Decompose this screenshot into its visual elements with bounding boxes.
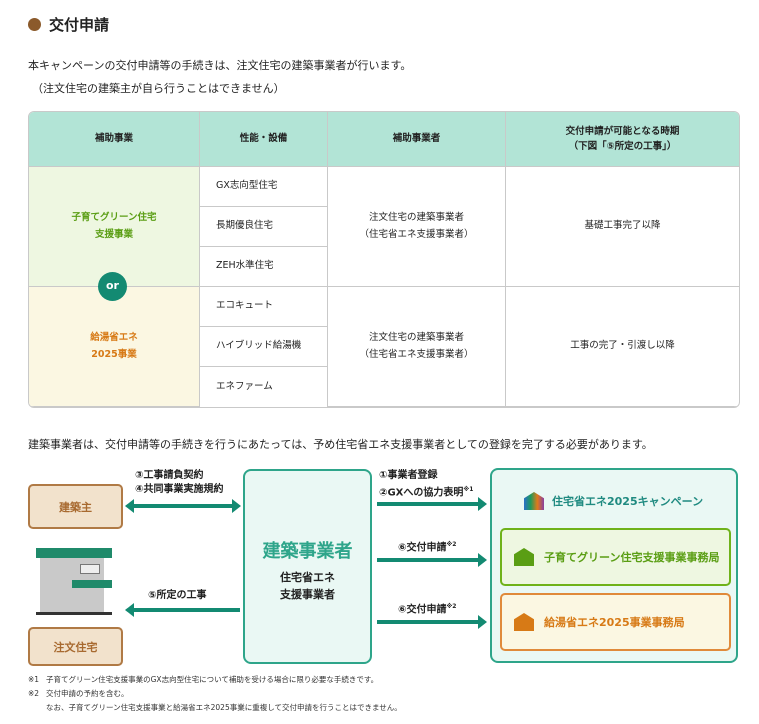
owner-box: 建築主: [28, 484, 123, 529]
green-office-label: 子育てグリーン住宅支援事業事務局: [544, 551, 720, 564]
campaign-header: 住宅省エネ2025キャンペーン: [524, 492, 703, 510]
builder-title: 建築事業者: [262, 541, 353, 562]
timing-cell: 基礎工事完了以降: [506, 167, 739, 287]
left-arrow-icon: [125, 603, 240, 617]
subsidy-table: 補助事業 性能・設備 補助事業者 交付申請が可能となる時期（下図「⑤所定の工事」…: [28, 111, 740, 408]
table-cell: GX志向型住宅: [200, 167, 328, 207]
program-green: 子育てグリーン住宅支援事業: [29, 167, 200, 287]
registration-note: 建築事業者は、交付申請等の手続きを行うにあたっては、予め住宅省エネ支援事業者とし…: [28, 438, 653, 451]
right-arrow-icon: [377, 553, 487, 567]
builder-box: 建築事業者 住宅省エネ支援事業者: [243, 469, 372, 664]
right-arrow-icon: [377, 615, 487, 629]
bullet-icon: [28, 18, 41, 31]
work-label: ⑤所定の工事: [148, 590, 207, 601]
orange-office-box: 給湯省エネ2025事業事務局: [500, 593, 731, 651]
table-cell: エネファーム: [200, 367, 328, 407]
campaign-logo-icon: [524, 492, 544, 510]
intro-text: 本キャンペーンの交付申請等の手続きは、注文住宅の建築事業者が行います。: [28, 59, 412, 72]
section-title: 交付申請: [28, 14, 109, 35]
table-cell: 長期優良住宅: [200, 207, 328, 247]
header-operator: 補助事業者: [328, 112, 506, 167]
operator-cell: 注文住宅の建築事業者（住宅省エネ支援事業者）: [328, 287, 506, 407]
intro-note: （注文住宅の建築主が自ら行うことはできません）: [32, 82, 285, 95]
table-cell: ZEH水準住宅: [200, 247, 328, 287]
header-timing: 交付申請が可能となる時期（下図「⑤所定の工事」）: [506, 112, 739, 167]
campaign-title: 住宅省エネ2025キャンペーン: [552, 495, 704, 508]
orange-house-icon: [514, 613, 534, 631]
apply-label: ⑥交付申請※2: [398, 541, 457, 554]
table-cell: ハイブリッド給湯機: [200, 327, 328, 367]
orange-office-label: 給湯省エネ2025事業事務局: [544, 616, 685, 629]
green-house-icon: [514, 548, 534, 566]
double-arrow-icon: [125, 499, 241, 513]
table-cell: エコキュート: [200, 287, 328, 327]
house-box: 注文住宅: [28, 627, 123, 666]
builder-subtitle: 住宅省エネ支援事業者: [280, 571, 335, 601]
operator-cell: 注文住宅の建築事業者（住宅省エネ支援事業者）: [328, 167, 506, 287]
campaign-box: 住宅省エネ2025キャンペーン 子育てグリーン住宅支援事業事務局 給湯省エネ20…: [490, 468, 738, 663]
right-arrow-icon: [377, 497, 487, 511]
or-badge: or: [98, 272, 127, 301]
timing-cell: 工事の完了・引渡し以降: [506, 287, 739, 407]
footnote-3: なお、子育てグリーン住宅支援事業と給湯省エネ2025事業に重複して交付申請を行う…: [46, 703, 402, 712]
title-text: 交付申請: [49, 16, 110, 34]
header-program: 補助事業: [29, 112, 200, 167]
house-icon: [36, 548, 112, 616]
apply-label: ⑥交付申請※2: [398, 603, 457, 616]
header-equipment: 性能・設備: [200, 112, 328, 167]
green-office-box: 子育てグリーン住宅支援事業事務局: [500, 528, 731, 586]
